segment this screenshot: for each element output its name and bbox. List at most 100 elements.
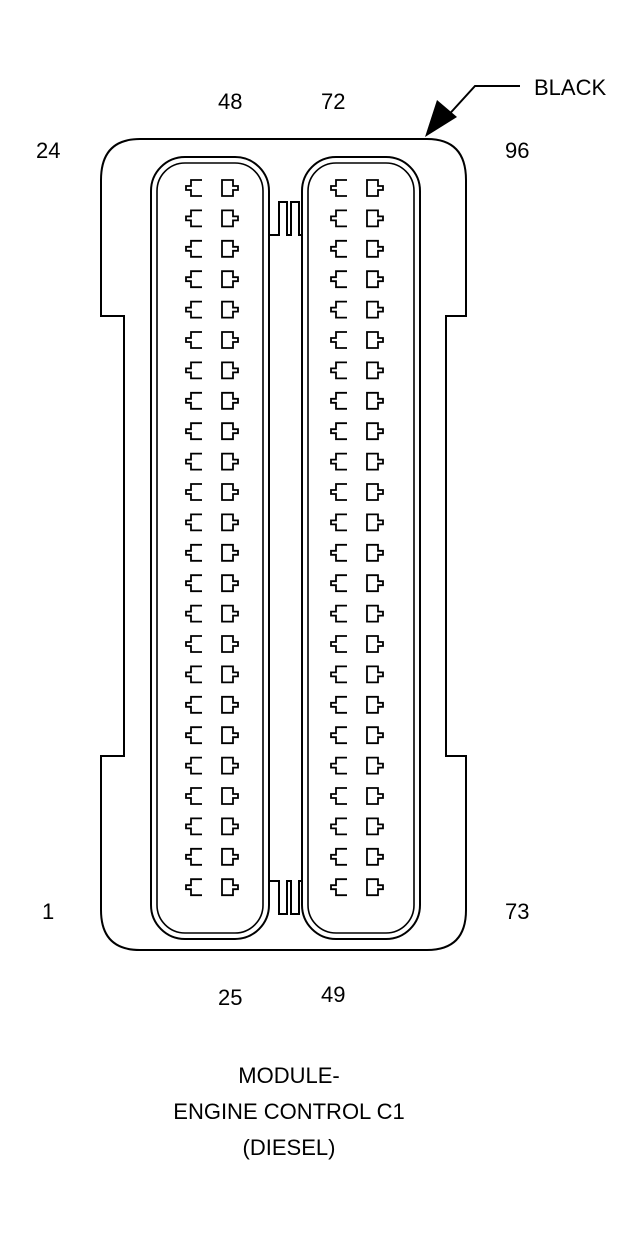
pin-terminal-icon [185, 756, 202, 775]
pin-terminal-icon [185, 361, 202, 380]
pin-terminal-icon [366, 209, 384, 228]
pin-terminal-icon [366, 604, 384, 623]
pin-terminal-icon [185, 543, 202, 562]
pin-label-1: 1 [42, 899, 54, 924]
pin-terminal-icon [185, 513, 202, 532]
pin-terminal-icon [366, 543, 384, 562]
pin-terminal-icon [185, 452, 202, 471]
pin-terminal-icon [221, 452, 239, 471]
pin-terminal-icon [221, 847, 239, 866]
pin-terminal-icon [330, 817, 347, 836]
pin-terminal-icon [221, 726, 239, 745]
pin-terminal-icon [185, 726, 202, 745]
pin-terminal-icon [221, 635, 239, 653]
pin-terminal-icon [330, 361, 347, 380]
pin-terminal-icon [185, 270, 202, 289]
pin-terminal-icon [366, 847, 384, 866]
pin-label-25: 25 [218, 985, 242, 1010]
pin-terminal-icon [185, 179, 202, 197]
pin-terminal-icon [185, 665, 202, 684]
right-cavity-outer [301, 156, 421, 940]
pin-terminal-icon [366, 483, 384, 501]
pin-terminal-icon [221, 209, 239, 228]
color-callout-label: BLACK [534, 75, 606, 100]
caption-line-2: ENGINE CONTROL C1 [173, 1099, 404, 1124]
pin-terminal-icon [221, 483, 239, 501]
pin-terminal-icon [221, 513, 239, 532]
pin-terminal-icon [366, 513, 384, 532]
pin-terminal-icon [221, 361, 239, 380]
pin-terminal-icon [366, 270, 384, 289]
pin-terminal-icon [330, 452, 347, 471]
pin-terminal-icon [185, 331, 202, 349]
pin-terminal-icon [330, 604, 347, 623]
pin-terminal-icon [330, 331, 347, 349]
pin-terminal-icon [366, 817, 384, 836]
pin-terminal-icon [185, 483, 202, 501]
pin-terminal-icon [330, 665, 347, 684]
pin-terminal-icon [185, 300, 202, 319]
pin-terminal-icon [366, 726, 384, 745]
pin-terminal-icon [366, 422, 384, 441]
pin-terminal-icon [366, 878, 384, 897]
pin-terminal-icon [330, 635, 347, 653]
pin-terminal-icon [185, 209, 202, 228]
connector-housing [100, 138, 467, 951]
pin-terminal-icon [185, 604, 202, 623]
pin-terminal-icon [330, 179, 347, 197]
pin-terminal-icon [185, 817, 202, 836]
pin-terminal-icon [330, 574, 347, 593]
pin-terminal-icon [330, 543, 347, 562]
pin-terminal-icon [221, 574, 239, 593]
pin-terminal-icon [330, 270, 347, 289]
pin-terminal-icon [330, 391, 347, 410]
pin-terminal-icon [221, 270, 239, 289]
right-cavity-inner [307, 162, 415, 934]
pin-terminal-icon [185, 391, 202, 410]
pin-terminal-icon [221, 695, 239, 714]
pin-terminal-icon [366, 179, 384, 197]
pin-terminal-icon [330, 300, 347, 319]
pin-terminal-icon [185, 239, 202, 258]
pin-label-48: 48 [218, 89, 242, 114]
pin-terminal-icon [185, 878, 202, 897]
pin-terminal-icon [366, 331, 384, 349]
pin-terminal-icon [221, 422, 239, 441]
pin-terminal-icon [185, 695, 202, 714]
pin-terminal-icon [366, 574, 384, 593]
pin-terminal-icon [366, 391, 384, 410]
pin-terminal-icon [366, 665, 384, 684]
pin-terminal-icon [185, 787, 202, 805]
pin-terminal-icon [221, 543, 239, 562]
pin-terminal-icon [221, 787, 239, 805]
pin-label-24: 24 [36, 138, 60, 163]
pin-terminal-icon [185, 422, 202, 441]
pin-terminal-icon [221, 756, 239, 775]
pin-terminal-icon [221, 604, 239, 623]
caption-line-1: MODULE- [238, 1063, 339, 1088]
pin-terminal-icon [221, 239, 239, 258]
pin-terminal-icon [221, 878, 239, 897]
pin-label-72: 72 [321, 89, 345, 114]
pin-terminal-icon [330, 695, 347, 714]
pin-terminal-icon [366, 452, 384, 471]
pin-terminal-icon [330, 847, 347, 866]
pin-terminal-icon [366, 695, 384, 714]
pin-terminal-icon [366, 361, 384, 380]
pin-terminal-icon [330, 756, 347, 775]
pin-terminal-icon [330, 209, 347, 228]
callout-leader-line [443, 85, 520, 121]
pin-terminal-icon [330, 422, 347, 441]
left-cavity-outer [150, 156, 270, 940]
pin-terminal-icon [366, 635, 384, 653]
pin-terminals [185, 179, 384, 897]
pin-terminal-icon [185, 574, 202, 593]
pin-terminal-icon [221, 665, 239, 684]
pin-terminal-icon [330, 239, 347, 258]
bottom-key-notch [269, 880, 302, 915]
pin-terminal-icon [366, 756, 384, 775]
pin-terminal-icon [185, 847, 202, 866]
pin-terminal-icon [330, 726, 347, 745]
pin-terminal-icon [330, 878, 347, 897]
